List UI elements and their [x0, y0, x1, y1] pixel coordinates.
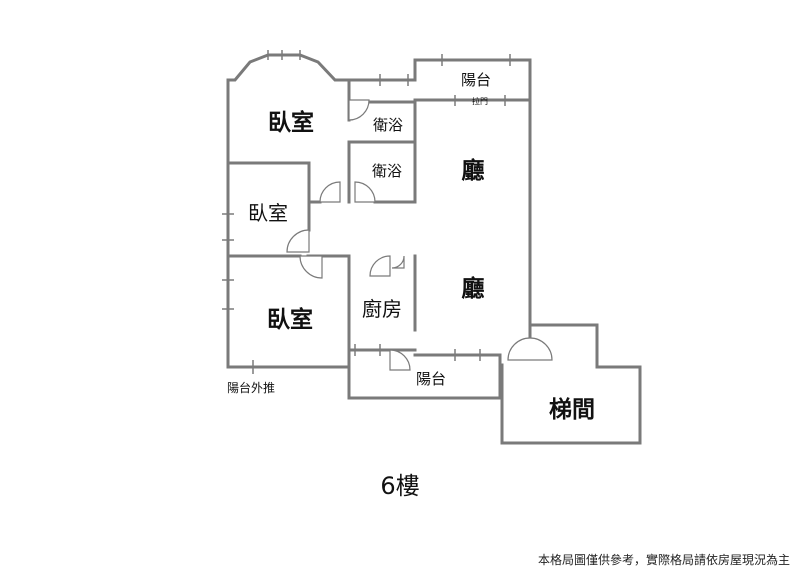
balcony-outward-note: 陽台外推: [227, 380, 275, 395]
room-label-living-upper: 廳: [462, 157, 485, 184]
room-label-bathroom-lower: 衛浴: [372, 162, 402, 180]
room-label-bathroom-upper: 衛浴: [373, 116, 403, 134]
windows: [222, 50, 511, 374]
floor-label: 6樓: [380, 472, 420, 500]
room-label-balcony-top: 陽台: [461, 71, 491, 89]
room-label-bedroom-large: 臥室: [268, 109, 314, 136]
room-label-bedroom-small: 臥室: [248, 201, 288, 225]
disclaimer-text: 本格局圖僅供參考，實際格局請依房屋現況為主: [537, 553, 790, 567]
room-label-balcony-bottom: 陽台: [416, 370, 446, 388]
interior-walls: [226, 78, 532, 352]
room-label-living-lower: 廳: [462, 275, 485, 302]
sliding-door-label: 拉門: [472, 96, 488, 106]
room-label-stairwell: 梯間: [549, 396, 595, 423]
room-label-kitchen: 廚房: [362, 297, 402, 321]
doors: [286, 99, 553, 371]
outer-walls: [226, 53, 642, 445]
room-label-bedroom-lower: 臥室: [267, 306, 313, 333]
